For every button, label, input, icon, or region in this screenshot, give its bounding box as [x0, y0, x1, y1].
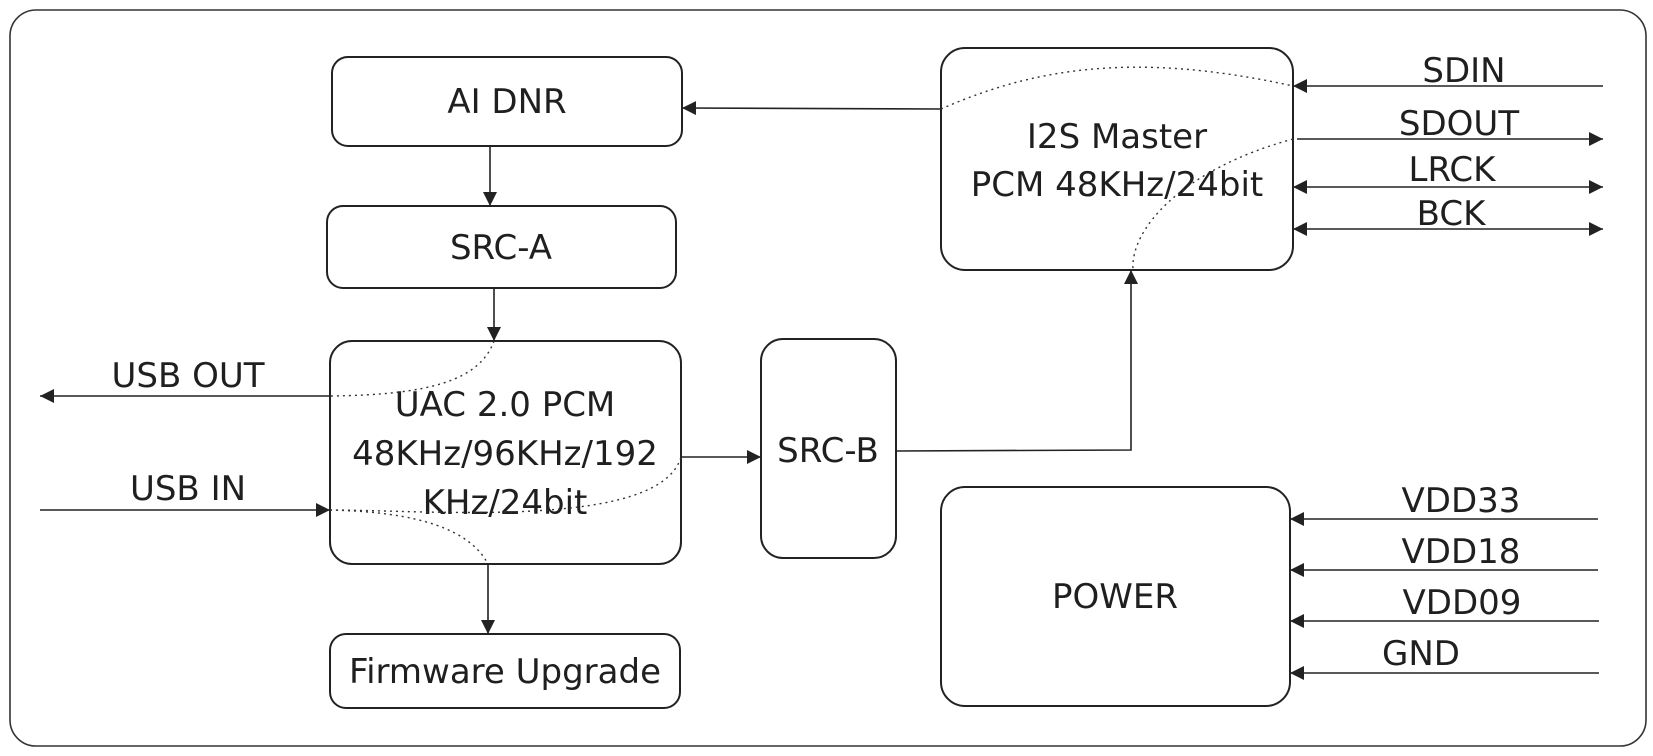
block-src-b: SRC-B — [760, 338, 897, 559]
signal-vdd18-label: VDD18 — [1402, 532, 1521, 572]
block-ai-dnr-label: AI DNR — [447, 82, 566, 122]
signal-vdd33-label: VDD33 — [1402, 481, 1521, 521]
signal-sdout-label: SDOUT — [1399, 104, 1519, 144]
block-uac: UAC 2.0 PCM 48KHz/96KHz/192 KHz/24bit — [329, 340, 682, 565]
block-src-a: SRC-A — [326, 205, 677, 289]
internal-path-sdout — [1132, 138, 1294, 271]
block-ai-dnr: AI DNR — [331, 56, 683, 147]
block-power-label: POWER — [1052, 577, 1178, 617]
block-uac-label-line1: UAC 2.0 PCM — [395, 385, 616, 425]
block-src-a-label: SRC-A — [450, 228, 552, 268]
signal-sdin-label: SDIN — [1422, 51, 1505, 91]
block-power: POWER — [940, 486, 1291, 707]
internal-path-usb-in-firmware — [329, 509, 489, 565]
block-src-b-label: SRC-B — [777, 431, 879, 471]
signal-bck-label: BCK — [1417, 194, 1487, 234]
signal-gnd-label: GND — [1382, 634, 1460, 674]
internal-path-usb-out — [329, 340, 495, 397]
block-firmware-upgrade: Firmware Upgrade — [329, 633, 681, 709]
block-uac-label-line3: KHz/24bit — [423, 483, 588, 523]
signal-usb-out-label: USB OUT — [111, 356, 264, 396]
block-i2s-master: I2S Master PCM 48KHz/24bit — [940, 47, 1294, 271]
internal-path-usb-in-src — [329, 456, 682, 514]
block-firmware-upgrade-label: Firmware Upgrade — [349, 652, 661, 692]
arrow-i2s-to-ai-dnr — [681, 101, 942, 116]
arrow-src-b-to-i2s — [895, 270, 1138, 452]
signal-lrck-label: LRCK — [1409, 150, 1498, 190]
outer-frame — [9, 9, 1647, 747]
signal-usb-in-label: USB IN — [130, 469, 246, 509]
block-uac-label-line2: 48KHz/96KHz/192 — [352, 434, 658, 474]
block-i2s-label-line2: PCM 48KHz/24bit — [971, 165, 1263, 205]
block-i2s-label-line1: I2S Master — [1027, 117, 1207, 157]
signal-vdd09-label: VDD09 — [1403, 583, 1522, 623]
